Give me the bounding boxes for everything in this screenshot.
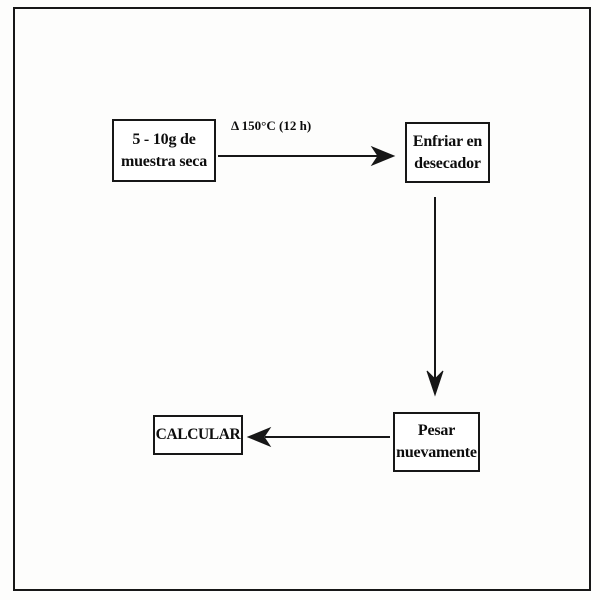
- node-dry-sample-line2: muestra seca: [120, 152, 207, 170]
- node-cool-desiccator-line1: Enfriar en: [412, 132, 483, 150]
- outer-border-frame: [13, 7, 591, 591]
- heat-condition-label: Δ 150°C (12 h): [231, 118, 312, 133]
- node-dry-sample: 5 - 10g de muestra seca: [112, 119, 216, 182]
- node-weigh-again-line1: Pesar: [417, 422, 456, 440]
- node-cool-desiccator: Enfriar en desecador: [405, 122, 490, 183]
- node-dry-sample-line1: 5 - 10g de: [132, 130, 196, 148]
- node-weigh-again-line2: nuevamente: [396, 444, 477, 461]
- node-calculate-label: CALCULAR: [155, 425, 241, 443]
- node-calculate: CALCULAR: [153, 415, 243, 455]
- node-weigh-again: Pesar nuevamente: [393, 412, 480, 472]
- node-cool-desiccator-line2: desecador: [414, 154, 481, 172]
